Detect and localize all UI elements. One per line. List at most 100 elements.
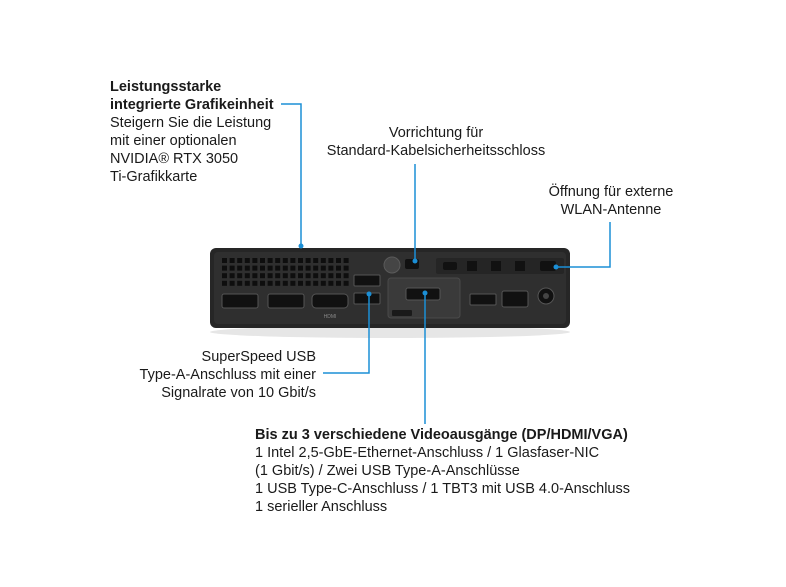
lock-line-1: Vorrichtung für (388, 125, 484, 141)
vent-hole (275, 280, 281, 286)
graphics-body-line-4: Ti-Grafikkarte (110, 169, 198, 185)
vent-hole (298, 273, 303, 279)
vent-hole (222, 273, 227, 279)
vent-hole (298, 280, 303, 286)
vent-hole (313, 280, 319, 286)
leader-lines (281, 103, 611, 424)
vent-hole (313, 258, 319, 263)
vent-hole (260, 273, 265, 279)
vent-hole (343, 273, 349, 279)
vent-hole (305, 273, 311, 279)
vent-hole (290, 265, 296, 271)
video-body-line-4: 1 serieller Anschluss (255, 499, 388, 515)
vent-hole (267, 265, 273, 271)
vent-hole (282, 265, 288, 271)
leader-graphics (281, 103, 302, 244)
vent-hole (282, 258, 288, 263)
usb-a-port-1 (353, 274, 381, 287)
vent-hole (328, 273, 334, 279)
vent-hole (290, 273, 296, 279)
vent-hole (328, 280, 334, 286)
vent-hole (252, 258, 258, 263)
vent-hole (275, 273, 281, 279)
vent-hole (305, 265, 311, 271)
displayport-1 (221, 293, 259, 309)
leader-dots (298, 243, 559, 297)
video-body-line-1: 1 Intel 2,5-GbE-Ethernet-Anschluss / 1 G… (255, 445, 600, 461)
chassis-shadow (210, 326, 570, 338)
vent-hole (320, 258, 326, 263)
hdmi-port (311, 293, 349, 309)
vent-hole (237, 258, 243, 263)
vent-hole (237, 265, 243, 271)
vent-hole (298, 258, 303, 263)
displayport-2 (267, 293, 305, 309)
vent-hole (237, 273, 243, 279)
usb-line-3: Signalrate von 10 Gbit/s (161, 385, 316, 401)
vent-hole (244, 273, 250, 279)
graphics-body-line-1: Steigern Sie die Leistung (110, 115, 272, 131)
hdmi-port-label: HDMI (324, 314, 337, 320)
vent-hole (222, 265, 227, 271)
vent-hole (313, 273, 319, 279)
vent-hole (229, 258, 235, 263)
vent-hole (229, 280, 235, 286)
vent-hole (320, 273, 326, 279)
usb-a-port-3 (469, 293, 497, 306)
vent-hole (267, 273, 273, 279)
graphics-body-line-2: mit einer optionalen (110, 133, 237, 149)
leader-usb (323, 296, 370, 374)
vent-hole (229, 265, 235, 271)
vent-hole (343, 280, 349, 286)
vent-hole (252, 280, 258, 286)
vent-hole (336, 258, 341, 263)
vent-hole (244, 265, 250, 271)
usb-c-port (443, 262, 457, 270)
vent-hole (336, 280, 341, 286)
vent-hole (313, 265, 319, 271)
video-body-line-3: 1 USB Type-C-Anschluss / 1 TBT3 mit USB … (255, 481, 630, 497)
vent-hole (282, 273, 288, 279)
vent-hole (237, 280, 243, 286)
lock-knob (383, 256, 401, 274)
vent-hole (282, 280, 288, 286)
antenna-opening (540, 261, 556, 271)
video-body-line-2: (1 Gbit/s) / Zwei USB Type-A-Anschlüsse (255, 463, 520, 479)
vent-hole (222, 280, 227, 286)
vent-hole (320, 265, 326, 271)
wlan-line-1: Öffnung für externe (548, 184, 674, 200)
vent-hole (229, 273, 235, 279)
vent-grille (222, 258, 349, 286)
callout-video: Bis zu 3 verschiedene Videoausgänge (DP/… (255, 426, 630, 516)
vent-hole (328, 258, 334, 263)
vent-hole (275, 258, 281, 263)
callout-usb: SuperSpeed USB Type-A-Anschluss mit eine… (110, 348, 316, 402)
vent-hole (290, 280, 296, 286)
vent-hole (305, 258, 311, 263)
power-jack-pin (543, 293, 549, 299)
mini-dp-port-3 (515, 261, 525, 271)
vent-hole (336, 273, 341, 279)
leader-wlan (556, 222, 611, 268)
graphics-title-line-2: integrierte Grafikeinheit (110, 97, 274, 113)
vent-hole (260, 265, 265, 271)
vent-hole (290, 258, 296, 263)
ethernet-port (501, 290, 529, 308)
wlan-line-2: WLAN-Antenne (560, 202, 662, 218)
vent-hole (305, 280, 311, 286)
usb-line-2: Type-A-Anschluss mit einer (139, 367, 316, 383)
vent-hole (244, 258, 250, 263)
mini-dp-port-2 (491, 261, 501, 271)
vent-hole (343, 265, 349, 271)
vent-hole (260, 258, 265, 263)
vent-hole (298, 265, 303, 271)
vent-hole (252, 273, 258, 279)
video-title: Bis zu 3 verschiedene Videoausgänge (DP/… (255, 427, 628, 443)
vent-hole (343, 258, 349, 263)
vent-hole (244, 280, 250, 286)
usb-line-1: SuperSpeed USB (201, 349, 316, 365)
vent-hole (252, 265, 258, 271)
vent-hole (336, 265, 341, 271)
vent-hole (267, 280, 273, 286)
